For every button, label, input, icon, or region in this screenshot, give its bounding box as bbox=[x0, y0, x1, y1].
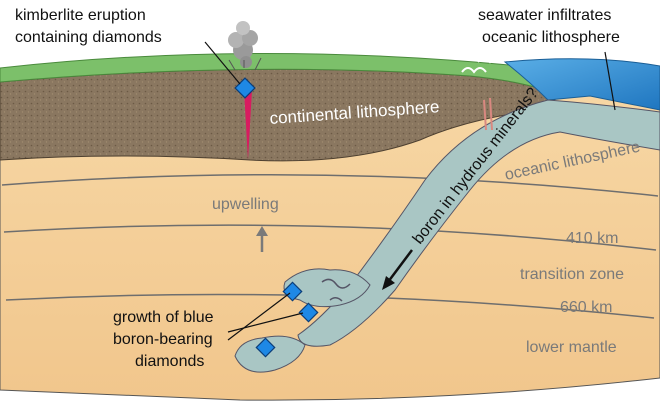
land-surface bbox=[0, 52, 561, 97]
leader-line bbox=[204, 41, 241, 85]
boundary-410 bbox=[3, 224, 657, 251]
blob-squiggle bbox=[321, 278, 351, 289]
diamond-marker bbox=[298, 302, 319, 323]
kimberlite-label-line2: containing diamonds bbox=[15, 29, 162, 46]
transition-zone-label: transition zone bbox=[520, 266, 624, 283]
upwelling-arrow bbox=[256, 226, 268, 252]
depth-410-label: 410 km bbox=[566, 230, 618, 247]
diamond-marker bbox=[282, 281, 303, 302]
blob-squiggle bbox=[329, 297, 343, 302]
leader-line bbox=[604, 51, 616, 111]
diamond-growth-blob-lower bbox=[234, 335, 306, 373]
leader-line bbox=[227, 292, 291, 341]
upwelling-label: upwelling bbox=[212, 196, 279, 213]
diamond-marker bbox=[234, 77, 256, 99]
lower-mantle-label: lower mantle bbox=[526, 339, 617, 356]
leader-line bbox=[227, 312, 304, 333]
boundary-upper bbox=[1, 174, 659, 197]
growth-label-line2: boron-bearing bbox=[113, 331, 213, 348]
diamond-growth-blob-upper bbox=[283, 268, 371, 308]
eruption-plume bbox=[228, 21, 262, 71]
seawater-label-line1: seawater infiltrates bbox=[478, 7, 611, 24]
seawater-label-line2: oceanic lithosphere bbox=[482, 29, 620, 46]
depth-660-label: 660 km bbox=[560, 299, 612, 316]
arc-volcanism bbox=[461, 57, 503, 131]
kimberlite-conduit bbox=[244, 90, 252, 160]
slab-motion-arrow bbox=[382, 249, 413, 290]
kimberlite-label-line1: kimberlite eruption bbox=[15, 7, 146, 24]
growth-label-line3: diamonds bbox=[135, 353, 204, 370]
growth-label-line1: growth of blue bbox=[113, 309, 214, 326]
diamond-marker bbox=[255, 337, 276, 358]
ocean bbox=[503, 58, 660, 111]
